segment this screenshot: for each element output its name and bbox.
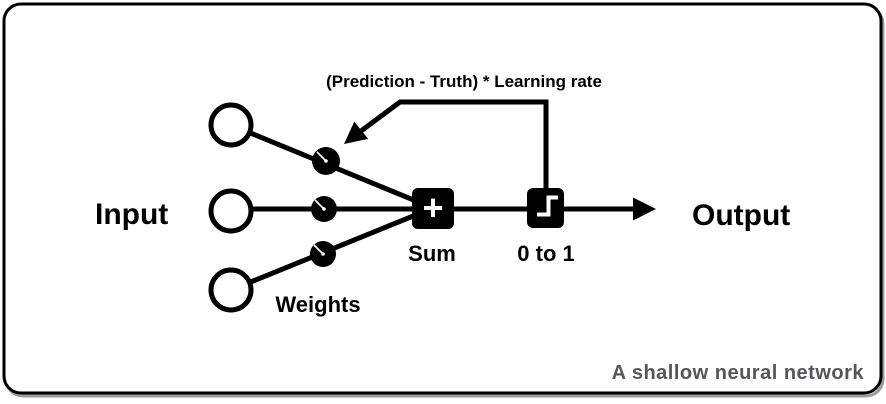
dial-needle (313, 244, 323, 254)
input-node-2 (208, 188, 254, 234)
threshold-box (527, 188, 564, 228)
input-label: Input (95, 198, 168, 231)
annotation-label: (Prediction - Truth) * Learning rate (326, 72, 602, 91)
feedback-arrowhead-icon (344, 121, 369, 144)
dial-needle (316, 151, 326, 161)
threshold-label: 0 to 1 (517, 241, 574, 266)
dial-pivot (321, 252, 325, 256)
weight-dial-2 (311, 196, 337, 222)
dial-pivot (324, 159, 328, 163)
feedback-path (355, 99, 549, 190)
step-function-icon (537, 195, 558, 217)
weight-dial-1 (312, 147, 340, 175)
input-node-3 (208, 267, 254, 313)
dial-needle (314, 199, 324, 209)
sum-box (412, 188, 454, 229)
weight-dial-3 (310, 241, 336, 267)
dial-pivot (322, 207, 326, 211)
caption-label: A shallow neural network (612, 362, 865, 384)
output-arrowhead-icon (633, 197, 656, 221)
output-label: Output (692, 199, 790, 232)
weights-label: Weights (275, 292, 360, 317)
sum-label: Sum (408, 241, 456, 266)
input-node-1 (208, 102, 254, 148)
plus-icon: + (422, 187, 443, 228)
